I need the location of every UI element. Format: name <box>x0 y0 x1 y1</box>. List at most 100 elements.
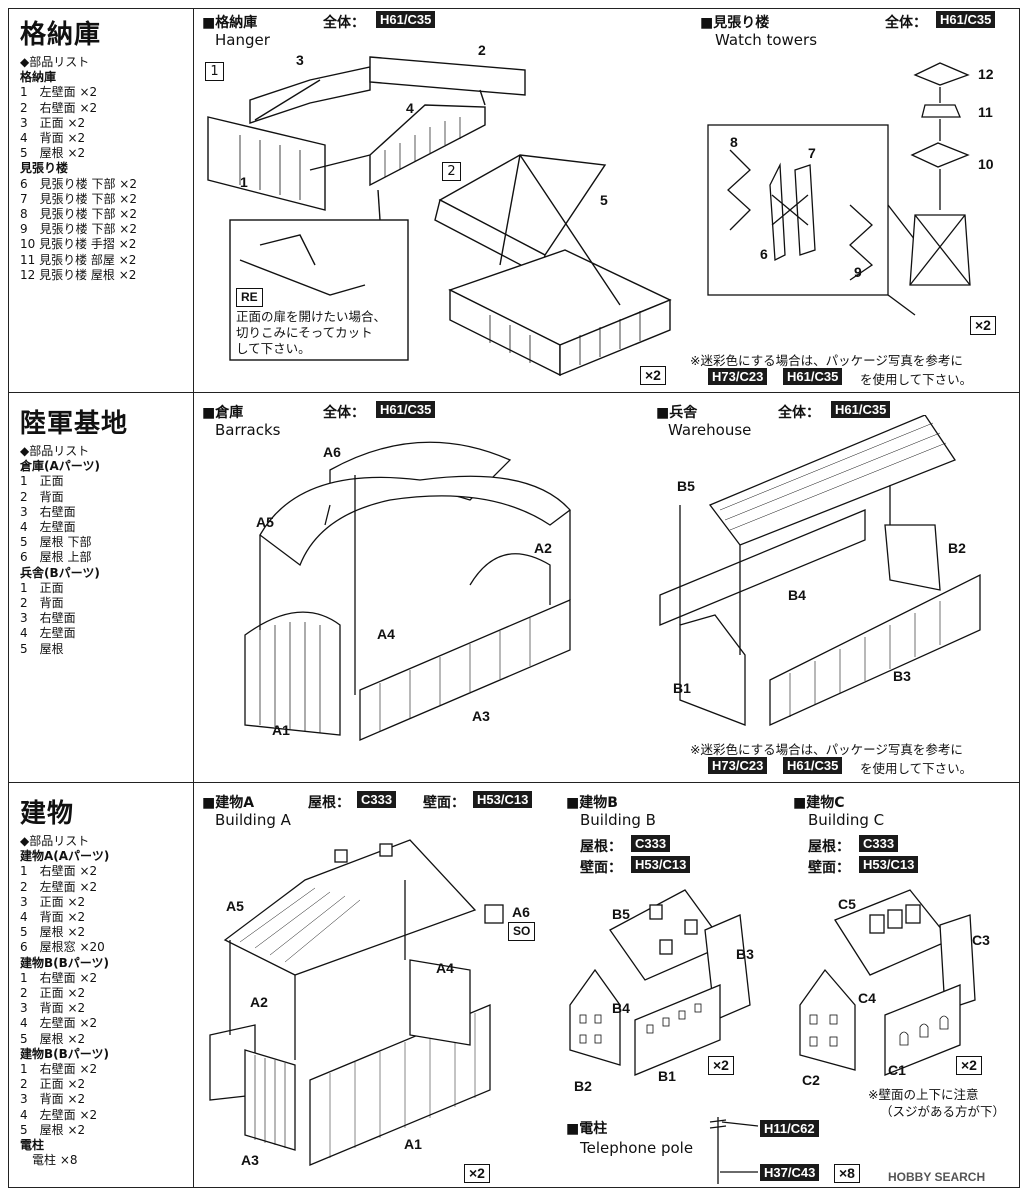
quantity-badge: ×2 <box>970 316 996 335</box>
parts-item: 1 正面 <box>20 580 64 595</box>
part-label: B5 <box>612 906 630 922</box>
parts-item: 4 左壁面 <box>20 626 76 641</box>
parts-item: 4 左壁面 ×2 <box>20 1107 98 1122</box>
color-code: C333 <box>859 835 899 852</box>
color-code: H73/C23 <box>708 368 768 385</box>
parts-item: 2 正面 ×2 <box>20 986 86 1001</box>
camouflage-note: ※迷彩色にする場合は、パッケージ写真を参考に <box>690 353 963 368</box>
color-code: H61/C35 <box>936 11 996 28</box>
wall-label: 壁面： <box>423 795 465 811</box>
parts-item: 6 見張り楼 下部 ×2 <box>20 176 137 191</box>
page-frame <box>8 8 1020 1188</box>
parts-list-army-base: ◆部品リスト 倉庫(Aパーツ) 1 正面 2 背面 3 右壁面 4 左壁面 5 … <box>20 444 100 657</box>
part-number: 5 <box>600 192 608 208</box>
parts-item: 4 左壁面 <box>20 520 76 535</box>
part-label: A2 <box>250 994 268 1010</box>
part-number: 8 <box>730 134 738 150</box>
part-label: C2 <box>802 1072 820 1088</box>
part-label: B1 <box>658 1068 676 1084</box>
building-a-subtitle: Building A <box>215 811 291 829</box>
part-number: 9 <box>854 264 862 280</box>
parts-item: 4 左壁面 ×2 <box>20 1016 98 1031</box>
barracks-whole-label: 全体： <box>323 405 365 421</box>
row-divider-2 <box>8 782 1020 783</box>
wall-label: 壁面： <box>808 860 850 876</box>
parts-item: 2 正面 ×2 <box>20 1077 86 1092</box>
camouflage-note-end: を使用して下さい。 <box>860 372 973 387</box>
parts-item: 6 屋根窓 ×20 <box>20 940 105 955</box>
part-label: C3 <box>972 932 990 948</box>
quantity-badge: ×2 <box>956 1056 982 1075</box>
part-label: A3 <box>241 1152 259 1168</box>
color-code: H61/C35 <box>783 757 843 774</box>
watermark-logo: HOBBY SEARCH <box>888 1170 986 1184</box>
part-number: 10 <box>978 156 994 172</box>
parts-item: 1 右壁面 ×2 <box>20 864 98 879</box>
part-label: B3 <box>736 946 754 962</box>
quantity-badge: ×2 <box>464 1164 490 1183</box>
parts-item: 1 右壁面 ×2 <box>20 970 98 985</box>
barracks-drawing <box>244 441 571 741</box>
camouflage-note-end: を使用して下さい。 <box>860 761 973 776</box>
parts-item: 9 見張り楼 下部 ×2 <box>20 222 137 237</box>
column-divider <box>193 8 194 1188</box>
color-code: H37/C43 <box>760 1164 820 1181</box>
barracks-subtitle: Barracks <box>215 421 281 439</box>
building-a-heading: ■建物A <box>202 795 255 811</box>
parts-header: ◆部品リスト <box>20 444 90 458</box>
parts-group-name: 建物A(Aパーツ) <box>20 849 110 864</box>
parts-item: 5 屋根 ×2 <box>20 146 86 161</box>
part-number: 12 <box>978 66 994 82</box>
part-label: A1 <box>404 1136 422 1152</box>
part-number: 3 <box>296 52 304 68</box>
watch-subtitle: Watch towers <box>715 31 818 49</box>
parts-item: 5 屋根 下部 <box>20 535 92 550</box>
parts-item: 3 右壁面 <box>20 611 76 626</box>
parts-item: 12 見張り楼 屋根 ×2 <box>20 267 137 282</box>
parts-group-name: 見張り楼 <box>20 161 69 176</box>
re-note-line: して下さい。 <box>236 341 311 356</box>
parts-group-name: 電柱 <box>20 1138 45 1153</box>
color-code: H61/C35 <box>376 401 436 418</box>
parts-item: 5 屋根 ×2 <box>20 1122 86 1137</box>
parts-item: 5 屋根 <box>20 641 64 656</box>
part-number: 1 <box>240 174 248 190</box>
parts-item: 3 正面 ×2 <box>20 115 86 130</box>
parts-group-name: 格納庫 <box>20 70 57 85</box>
hangar-drawing <box>207 56 672 377</box>
parts-item: 3 右壁面 <box>20 504 76 519</box>
roof-label: 屋根： <box>580 839 622 855</box>
parts-item: 2 左壁面 ×2 <box>20 879 98 894</box>
quantity-badge: ×2 <box>640 366 666 385</box>
part-label: A5 <box>256 514 274 530</box>
wall-orientation-note: ※壁面の上下に注意 <box>868 1087 979 1102</box>
roof-label: 屋根： <box>308 795 350 811</box>
warehouse-subtitle: Warehouse <box>668 421 752 439</box>
color-code: H61/C35 <box>783 368 843 385</box>
color-code: H11/C62 <box>760 1120 819 1137</box>
part-label: A3 <box>472 708 490 724</box>
parts-item: 2 右壁面 ×2 <box>20 100 98 115</box>
quantity-badge: ×8 <box>834 1164 860 1183</box>
part-label: B2 <box>948 540 966 556</box>
part-number: 2 <box>478 42 486 58</box>
part-label: A4 <box>377 626 395 642</box>
building-c-drawing <box>799 889 976 1076</box>
parts-item: 3 背面 ×2 <box>20 1001 86 1016</box>
pole-heading: ■電柱 <box>566 1121 608 1137</box>
warehouse-heading: ■兵舎 <box>656 405 698 421</box>
part-label: A6 <box>323 444 341 460</box>
color-code: C333 <box>631 835 671 852</box>
building-b-subtitle: Building B <box>580 811 656 829</box>
building-c-heading: ■建物C <box>793 795 845 811</box>
parts-item: 11 見張り楼 部屋 ×2 <box>20 252 137 267</box>
color-code: H73/C23 <box>708 757 768 774</box>
building-a-drawing <box>209 839 504 1166</box>
row-divider-1 <box>8 392 1020 393</box>
re-note-line: 正面の扉を開けたい場合、 <box>236 309 387 324</box>
wall-label: 壁面： <box>580 860 622 876</box>
parts-list-buildings: ◆部品リスト 建物A(Aパーツ) 1 右壁面 ×2 2 左壁面 ×2 3 正面 … <box>20 834 109 1168</box>
parts-header: ◆部品リスト <box>20 834 90 848</box>
parts-item: 1 右壁面 ×2 <box>20 1062 98 1077</box>
building-b-heading: ■建物B <box>566 795 618 811</box>
